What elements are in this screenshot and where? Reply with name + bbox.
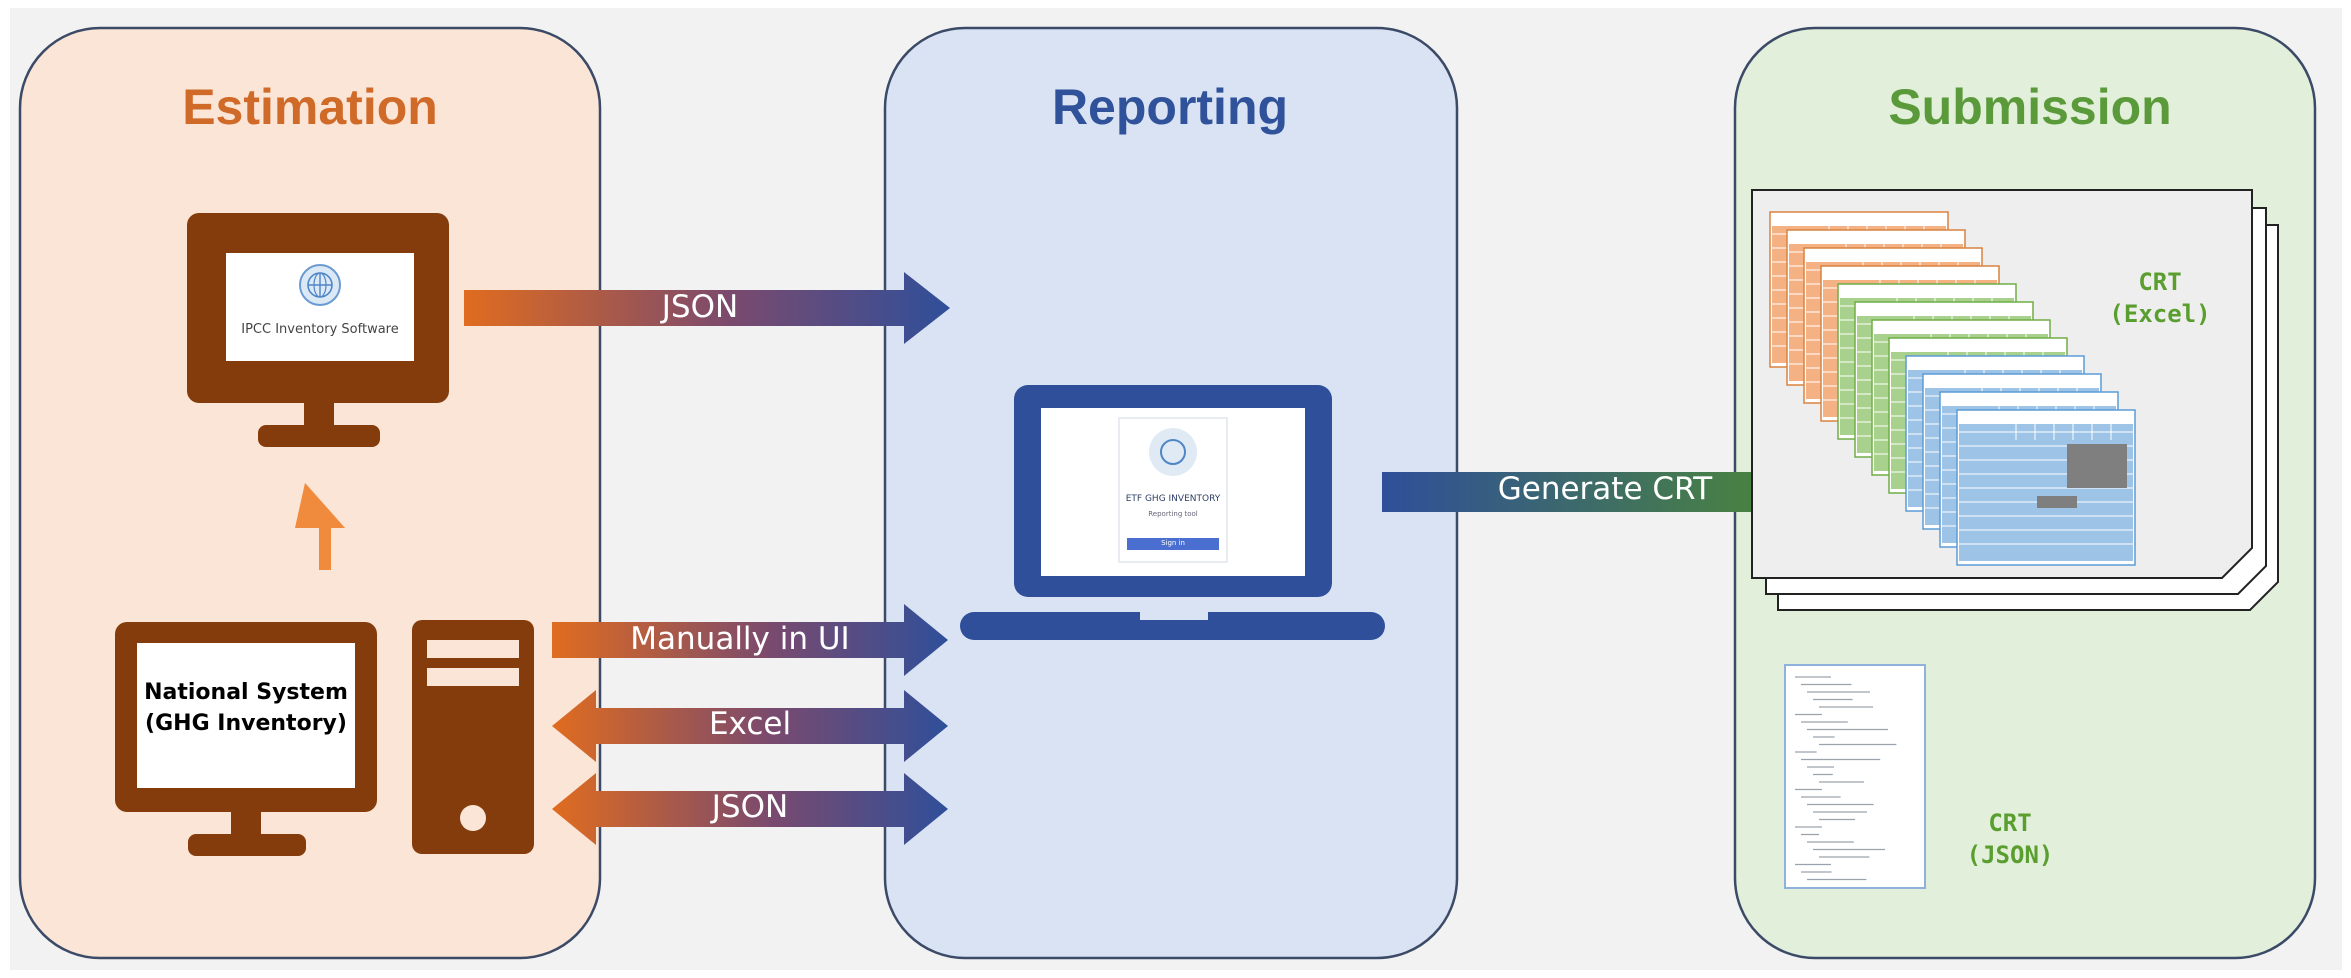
crt-excel-label-line1: CRT: [2138, 268, 2182, 296]
crt-json-label-line2: (JSON): [1966, 841, 2054, 869]
national-system-line2: (GHG Inventory): [145, 711, 347, 736]
pc-tower: [412, 620, 534, 854]
submission-title: Submission: [1888, 79, 2172, 135]
ipcc-software-label: IPCC Inventory Software: [241, 322, 399, 337]
crt-excel-label-line2: (Excel): [2109, 300, 2211, 328]
laptop: [960, 385, 1385, 640]
excel-arrow[interactable]: [552, 690, 948, 762]
json-bottom-label: JSON: [711, 789, 789, 825]
laptop-app-title: ETF GHG INVENTORY: [1125, 494, 1221, 504]
national-system-line1: National System: [144, 680, 348, 705]
crt-sheet: [1956, 409, 2136, 566]
un-emblem-icon: [299, 264, 341, 306]
manually-label: Manually in UI: [630, 621, 850, 657]
manually-arrow[interactable]: [552, 604, 948, 676]
reporting-title: Reporting: [1051, 79, 1289, 135]
crt-sheets: [1769, 211, 2136, 566]
laptop-app-subtitle: Reporting tool: [1148, 510, 1198, 518]
crt-json-document: [1784, 664, 1926, 889]
laptop-signin-button[interactable]: Sign in: [1161, 539, 1185, 547]
excel-label: Excel: [708, 706, 792, 742]
generate-crt-label: Generate CRT: [1497, 471, 1713, 507]
up-arrow-head: [295, 483, 345, 570]
estimation-title: Estimation: [182, 79, 438, 135]
json-top-arrow[interactable]: [464, 272, 950, 344]
generate-crt-arrow[interactable]: [1382, 452, 1834, 532]
json-top-label: JSON: [661, 289, 739, 325]
json-bottom-arrow[interactable]: [552, 773, 948, 845]
national-system-monitor: [115, 622, 377, 856]
ipcc-monitor: [187, 213, 449, 447]
crt-json-label-line1: CRT: [1988, 809, 2032, 837]
